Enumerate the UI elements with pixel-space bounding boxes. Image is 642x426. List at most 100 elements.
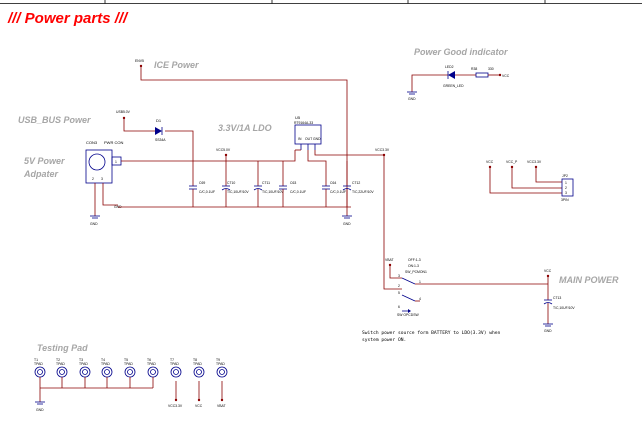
c64-ref: C64	[330, 181, 336, 185]
page-title: /// Power parts ///	[7, 10, 129, 27]
ct12-value: T/C,22UF/10V	[352, 190, 374, 194]
testpad-t8	[193, 366, 205, 378]
testpad-net-gnd: GND	[36, 408, 44, 412]
section-power-good: Power Good indicator	[414, 47, 508, 57]
testpad-net-vcc: VCC	[195, 404, 203, 408]
switch-note-line2: system power ON.	[362, 337, 406, 343]
testpad-t1-val: TPAD	[34, 362, 43, 366]
diode-d1	[155, 127, 163, 135]
capacitor-c63	[279, 185, 287, 207]
sw-pin-3: 3	[398, 274, 400, 278]
led2-value: GREEN_LED	[443, 84, 464, 88]
sw-pin-4: 4	[419, 297, 421, 301]
c63-value: C/C,0.1UF	[290, 190, 306, 194]
gnd-label-led: GND	[408, 97, 416, 101]
r38-value: 330	[488, 67, 494, 71]
testpad-row	[35, 381, 224, 405]
testpad-t9	[216, 366, 228, 378]
section-ice-power: ICE Power	[154, 60, 199, 70]
testpad-t6-ref: T6	[147, 358, 151, 362]
testpad-t9-val: TPAD	[216, 362, 225, 366]
u5-ref: U5	[295, 115, 301, 120]
con3-ref: CON3	[86, 140, 98, 145]
testpad-t5-ref: T5	[124, 358, 128, 362]
jp2-pin-2: 2	[565, 186, 567, 190]
net-label-vcc-jp: VCC	[486, 160, 494, 164]
testpad-t7-ref: T7	[170, 358, 174, 362]
testpad-t1	[34, 366, 46, 388]
gnd-label-ldo: GND	[343, 222, 351, 226]
power-connector-con3	[85, 149, 193, 216]
testpad-t2	[56, 366, 68, 388]
wire-vcc3v3	[346, 153, 402, 290]
ct13-value: T/C,10UF/10V	[553, 306, 575, 310]
con3-pin-3: 3	[101, 177, 103, 181]
c69-value: C/C,0.1UF	[199, 190, 215, 194]
section-testing-pad: Testing Pad	[37, 343, 88, 353]
ct11-value: T/C,10UF/10V	[262, 190, 284, 194]
testpad-t7-val: TPAD	[170, 362, 179, 366]
sw-pin-5: 5	[398, 291, 400, 295]
r38-ref: R38	[471, 67, 477, 71]
testpad-t6-val: TPAD	[147, 362, 156, 366]
ct12-ref: CT12	[352, 181, 360, 185]
testpad-t4-val: TPAD	[101, 362, 110, 366]
net-label-vbat: VBAT	[385, 258, 394, 262]
wire-main-vcc	[543, 274, 553, 327]
d1-value: SS34A	[155, 138, 166, 142]
capacitor-ct11	[253, 185, 263, 207]
testpad-t3	[79, 366, 91, 388]
net-label-vcc-p: VCC_P	[506, 160, 518, 164]
section-ldo: 3.3V/1A LDO	[218, 123, 272, 133]
u5-value: RT9164A-33	[294, 121, 313, 125]
testpad-t7	[170, 366, 182, 378]
section-adapter-line1: 5V Power	[24, 156, 65, 166]
header-jp2	[488, 165, 574, 197]
power-good-circuit	[407, 71, 502, 95]
wire-ice-rail	[139, 64, 348, 216]
capacitor-ct10	[221, 185, 231, 207]
jp2-ref: JP2	[562, 174, 568, 178]
capacitor-c64	[322, 185, 330, 207]
net-label-vcc5v: VCC5.0V	[216, 148, 231, 152]
sw-pin-1: 1	[419, 280, 421, 284]
switch-state-off: OFF:1-3	[408, 258, 421, 262]
wire-ground-bus	[118, 206, 351, 208]
jp2-pin-3: 3	[565, 191, 567, 195]
u5-pin-gnd: GND	[313, 137, 321, 141]
capacitor-ct12	[342, 185, 352, 207]
power-switch	[388, 263, 548, 313]
d1-ref: D1	[156, 118, 162, 123]
testpad-t1-ref: T1	[34, 358, 38, 362]
switch-note-line1: Switch power source form BATTERY to LDO(…	[362, 330, 501, 336]
testpad-t5-val: TPAD	[124, 362, 133, 366]
testpad-t3-ref: T3	[79, 358, 83, 362]
ground-symbol-ldo	[342, 215, 352, 219]
capacitor-c69	[189, 185, 197, 207]
testpad-t9-ref: T9	[216, 358, 220, 362]
u5-pin-in: IN	[298, 137, 302, 141]
ldo-regulator-u5	[294, 124, 347, 186]
testpad-net-vcc3v3: VCC3.3V	[168, 404, 183, 408]
wire-usb-5v	[122, 116, 194, 186]
testpad-t4-ref: T4	[101, 358, 105, 362]
jp2-pin-1: 1	[565, 181, 567, 185]
ct11-ref: CT11	[262, 181, 270, 185]
c63-ref: C63	[290, 181, 296, 185]
testpad-t8-ref: T8	[193, 358, 197, 362]
con3-pin-2: 2	[92, 177, 94, 181]
c64-value: C/C,0.1UF	[330, 190, 346, 194]
sw-value: SW OPCDSW	[397, 313, 419, 317]
section-main-power: MAIN POWER	[559, 275, 619, 285]
net-label-vcc3v3: VCC3.3V	[375, 148, 390, 152]
testpad-t8-val: TPAD	[193, 362, 202, 366]
c69-ref: C69	[199, 181, 205, 185]
jp2-value: 3PIN	[561, 198, 569, 202]
ct13-ref: CT13	[553, 296, 561, 300]
sw-pin-6: 6	[398, 305, 400, 309]
ct10-ref: CT10	[227, 181, 235, 185]
led2-ref: LED2	[445, 65, 454, 69]
net-label-vcc-led: VCC	[502, 74, 510, 78]
net-label-vcc-main: VCC	[544, 269, 552, 273]
